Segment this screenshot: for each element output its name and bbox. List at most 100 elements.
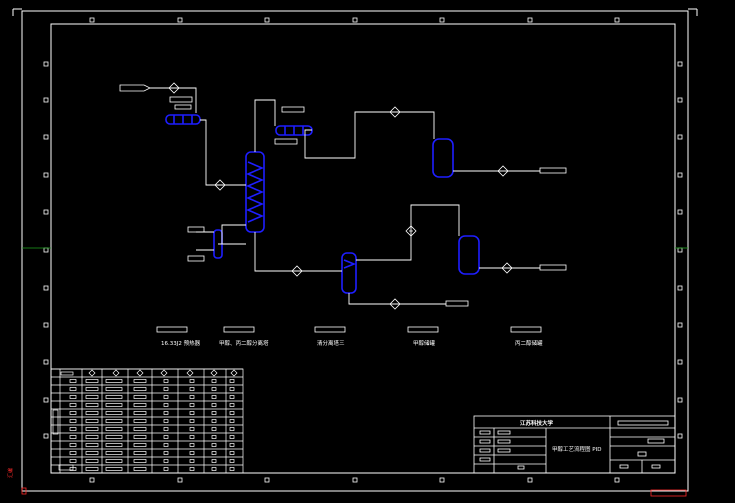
table-cell-tag (85, 411, 99, 415)
zone-tick-top (177, 17, 183, 23)
control-valve (389, 106, 401, 118)
table-cell-tag (163, 379, 169, 383)
clarifier-column (341, 252, 357, 294)
zone-tick-bottom (614, 477, 620, 483)
label-clarifier: 清分离塔三 (317, 339, 345, 347)
table-cell-tag (133, 411, 147, 415)
zone-tick-left (43, 285, 49, 291)
zone-tick-right (677, 134, 683, 140)
title-block (473, 415, 676, 474)
table-cell-tag (211, 443, 217, 447)
table-cell-tag (163, 403, 169, 407)
zone-tick-bottom (89, 477, 95, 483)
table-cell-tag (189, 419, 195, 423)
zone-tick-right (677, 209, 683, 215)
table-cell-tag (163, 387, 169, 391)
table-cell-tag (105, 427, 123, 431)
table-cell-tag (163, 435, 169, 439)
zone-tick-right (677, 397, 683, 403)
table-cell-tag (163, 395, 169, 399)
label-methanol-tank: 甲醇储罐 (413, 339, 436, 347)
table-header-symbol (160, 369, 168, 377)
table-cell-tag (85, 419, 99, 423)
table-cell-tag (105, 411, 123, 415)
table-header-symbol (186, 369, 194, 377)
table-cell-tag (211, 403, 217, 407)
zone-tick-top (352, 17, 358, 23)
table-header-symbol (136, 369, 144, 377)
table-cell-tag (69, 387, 77, 391)
table-cell-tag (229, 379, 235, 383)
table-cell-tag (133, 427, 147, 431)
control-valve (168, 82, 180, 94)
control-valve (501, 262, 513, 274)
table-cell-tag (69, 411, 77, 415)
table-header-symbol (210, 369, 218, 377)
table-side-tag (52, 409, 59, 435)
table-cell-tag (229, 451, 235, 455)
zone-tick-top (614, 17, 620, 23)
table-cell-tag (211, 459, 217, 463)
red-corner-mark (21, 487, 27, 495)
table-cell-tag (189, 387, 195, 391)
zone-tick-top (89, 17, 95, 23)
zone-tick-left (43, 134, 49, 140)
zone-tick-right (677, 359, 683, 365)
table-cell-tag (189, 467, 195, 471)
table-cell-tag (229, 435, 235, 439)
table-cell-tag (133, 435, 147, 439)
table-cell-tag (85, 459, 99, 463)
zone-tick-right (677, 247, 683, 253)
table-cell-tag (60, 371, 74, 376)
table-cell-tag (189, 427, 195, 431)
zone-tick-left (43, 359, 49, 365)
drawing-title: 甲醇工艺流程图 PID (552, 445, 601, 453)
table-cell-tag (105, 379, 123, 383)
table-cell-tag (163, 451, 169, 455)
stream-tag (281, 106, 305, 113)
zone-tick-top (527, 17, 533, 23)
stream-tag (187, 226, 205, 233)
label-separation-column: 甲醇、丙二醇分离塔 (219, 339, 269, 347)
stream-tag (187, 255, 205, 262)
stream-tag (174, 104, 192, 110)
table-cell-tag (163, 443, 169, 447)
table-border (50, 368, 244, 474)
table-cell-tag (229, 403, 235, 407)
control-valve (389, 298, 401, 310)
table-cell-tag (163, 467, 169, 471)
table-cell-tag (229, 395, 235, 399)
stream-tag (539, 167, 567, 174)
table-cell-tag (163, 411, 169, 415)
table-cell-tag (229, 443, 235, 447)
table-cell-tag (189, 459, 195, 463)
outer-border (21, 10, 689, 492)
table-cell-tag (211, 395, 217, 399)
table-cell-tag (105, 419, 123, 423)
table-cell-tag (163, 459, 169, 463)
table-header-symbol (230, 369, 238, 377)
table-cell-tag (69, 451, 77, 455)
table-cell-tag (229, 467, 235, 471)
table-cell-tag (85, 395, 99, 399)
table-header-symbol (88, 369, 96, 377)
stream-tag (539, 264, 567, 271)
school-name: 江苏科技大学 (520, 419, 554, 427)
zone-tick-bottom (264, 477, 270, 483)
zone-ticks (22, 17, 688, 483)
zone-tick-left (43, 397, 49, 403)
zone-tick-right (677, 61, 683, 67)
glycol-tank (458, 235, 480, 275)
table-cell-tag (229, 411, 235, 415)
table-header-symbol (112, 369, 120, 377)
valves (168, 82, 513, 310)
table-cell-tag (133, 459, 147, 463)
stream-tags (169, 96, 567, 307)
table-cell-tag (105, 451, 123, 455)
zone-tick-left (43, 247, 49, 253)
table-cell-tag (211, 379, 217, 383)
table-cell-tag (105, 403, 123, 407)
zone-tick-left (43, 97, 49, 103)
table-cell-tag (69, 395, 77, 399)
